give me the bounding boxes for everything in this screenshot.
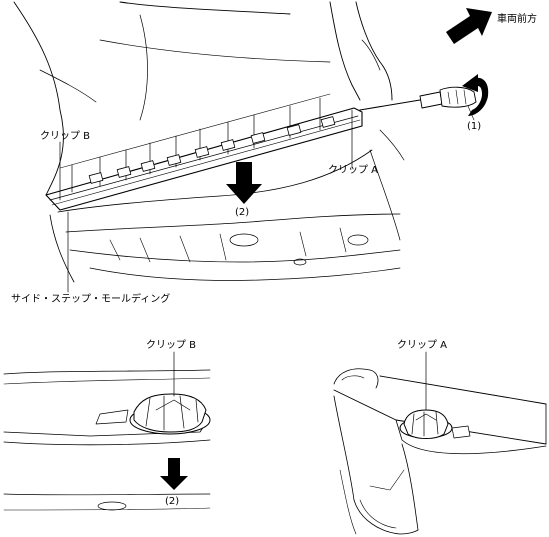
clip-b-label: クリップ B bbox=[40, 131, 91, 142]
step-2-detail-label: (2) bbox=[165, 496, 180, 507]
main-vehicle-view bbox=[13, 1, 492, 293]
clip-a-detail-label: クリップ A bbox=[397, 340, 448, 351]
side-step-molding-label: サイド・ステップ・モールディング bbox=[11, 294, 171, 305]
vehicle-front-label: 車両前方 bbox=[497, 14, 537, 25]
step-1-label: (1) bbox=[467, 121, 482, 132]
detail-clip-b-view bbox=[3, 351, 211, 511]
detail-clip-a-view bbox=[333, 351, 547, 535]
step-2-label: (2) bbox=[235, 207, 250, 218]
screwdriver-icon bbox=[359, 86, 477, 111]
arrow-down-icon bbox=[160, 458, 188, 490]
arrow-down-icon bbox=[226, 162, 262, 204]
curved-rotation-arrow-icon bbox=[462, 74, 489, 116]
clip-a-label: クリップ A bbox=[328, 165, 379, 176]
clip-b-detail-label: クリップ B bbox=[146, 340, 197, 351]
arrow-up-right-icon bbox=[446, 8, 492, 44]
